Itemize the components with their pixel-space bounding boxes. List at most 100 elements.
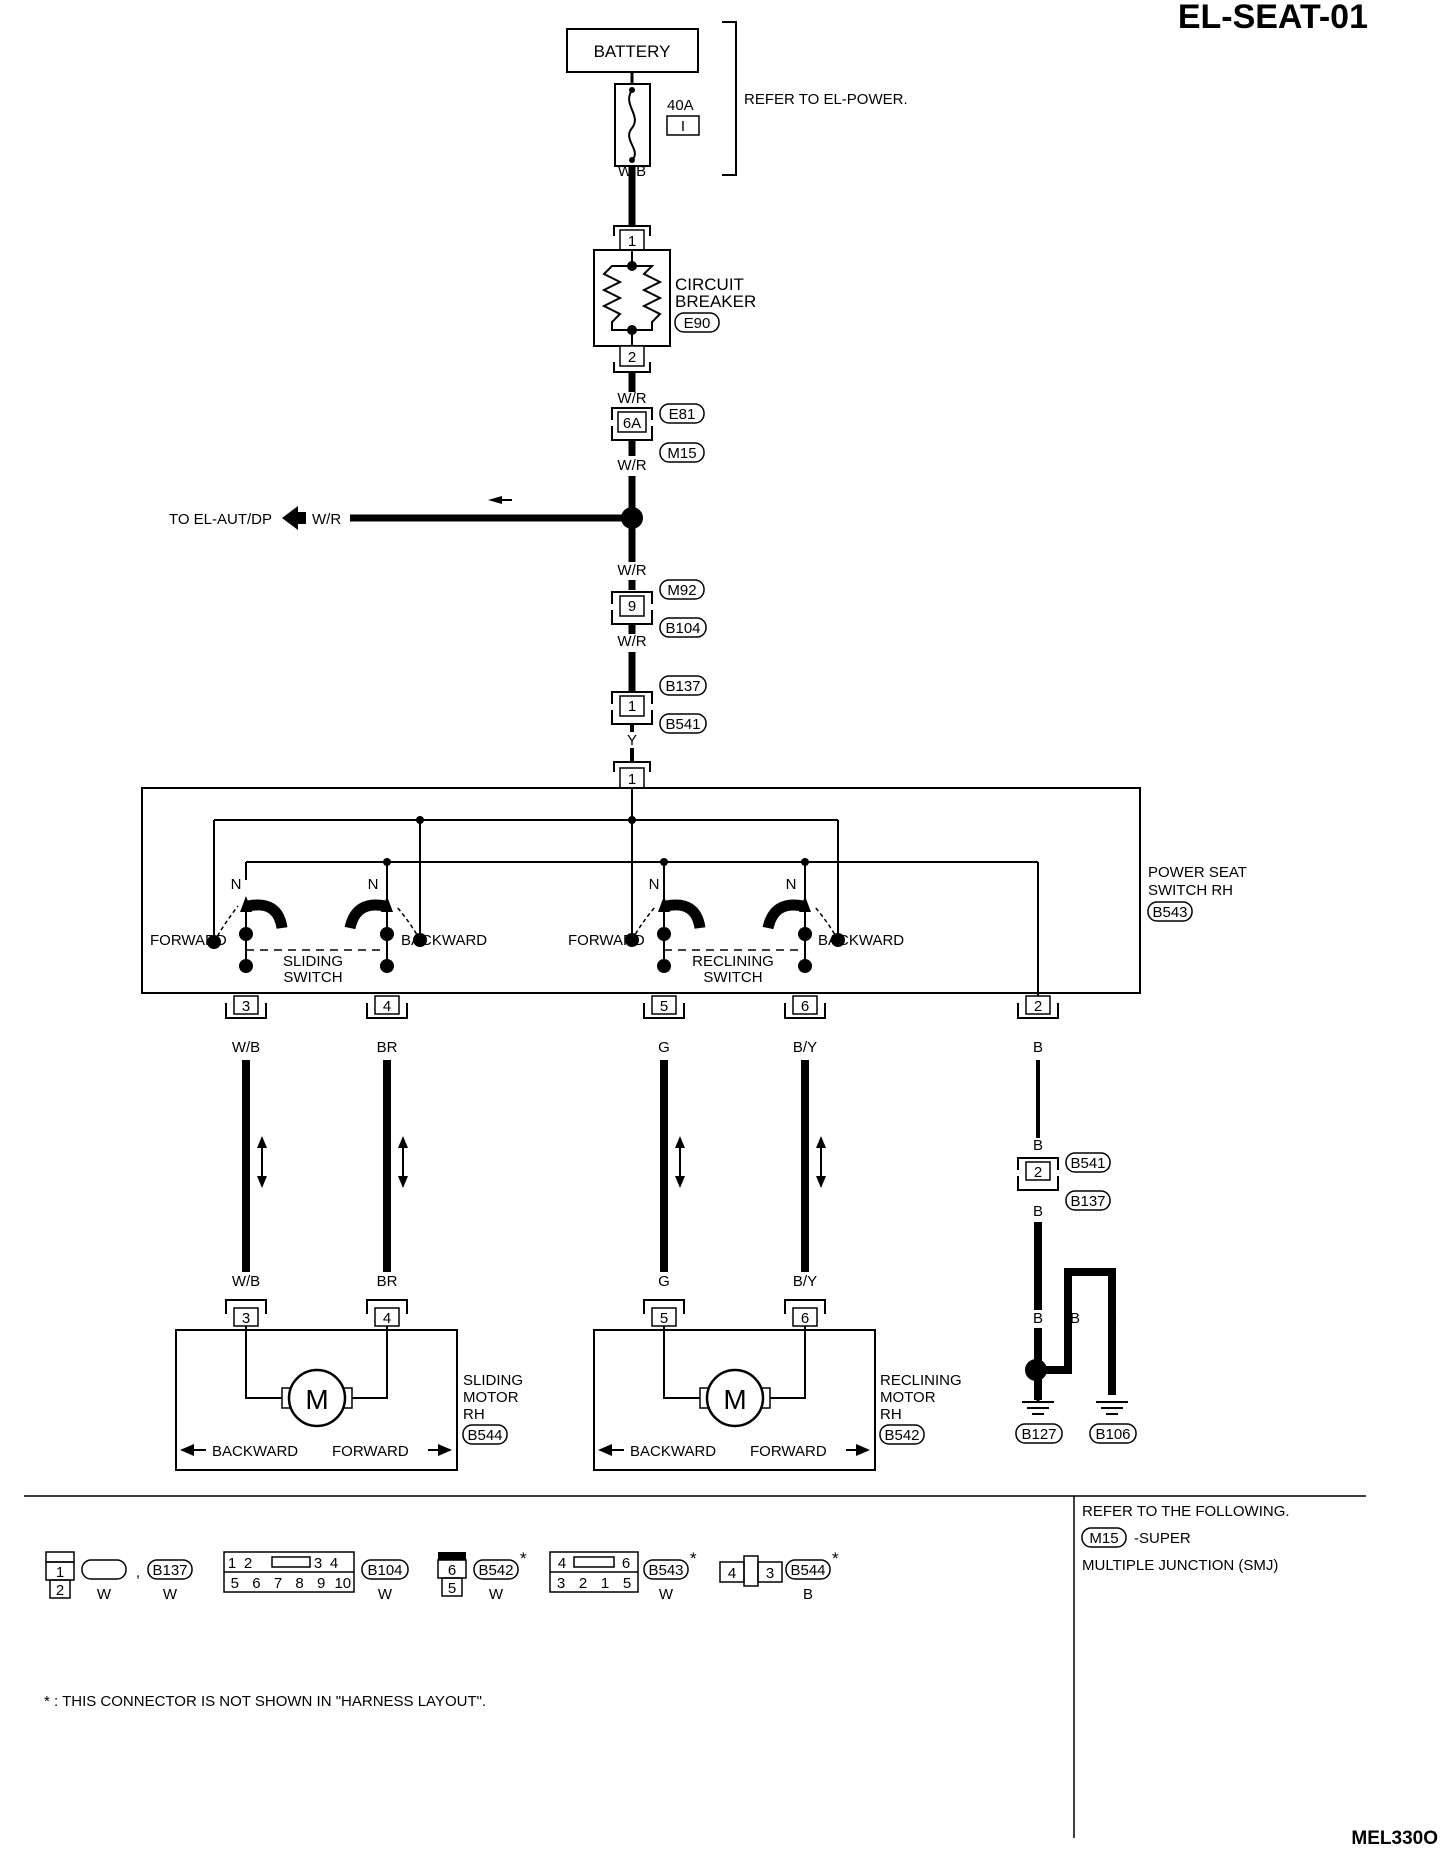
svg-text:*: * xyxy=(690,1549,697,1568)
connector-b541-2: 2 B541 B137 xyxy=(1017,1152,1111,1211)
svg-text:2: 2 xyxy=(1034,1164,1042,1181)
svg-text:B104: B104 xyxy=(665,620,700,637)
svg-text:B: B xyxy=(1033,1310,1043,1327)
reclining-backward-label: BACKWARD xyxy=(818,932,904,949)
connector-pin-label: 2 xyxy=(244,1555,252,1572)
ground-b127: B127 xyxy=(1015,1398,1063,1444)
wire-label-wb-top: W/B xyxy=(618,163,646,180)
connector-pin-label: 8 xyxy=(295,1575,303,1592)
battery-block: BATTERY xyxy=(566,28,699,73)
svg-text:B542: B542 xyxy=(884,1427,919,1444)
svg-text:1: 1 xyxy=(56,1564,64,1581)
sliding-motor-symbol: M xyxy=(305,1384,328,1415)
svg-text:6A: 6A xyxy=(623,415,641,432)
legend-refer: REFER TO THE FOLLOWING. xyxy=(1082,1503,1290,1520)
svg-text:MOTOR: MOTOR xyxy=(463,1389,519,1406)
power-seat-switch-line1: POWER SEAT xyxy=(1148,864,1247,881)
sliding-backward: BACKWARD xyxy=(212,1443,298,1460)
connector-b137-1: 1 B137 B541 xyxy=(611,675,707,734)
svg-text:B542: B542 xyxy=(478,1562,513,1579)
ground-junction-dot xyxy=(1025,1359,1047,1381)
svg-text:RH: RH xyxy=(463,1406,485,1423)
connector-pin-label: 3 xyxy=(314,1555,322,1572)
svg-text:BR: BR xyxy=(377,1273,398,1290)
svg-text:B106: B106 xyxy=(1095,1426,1130,1443)
connector-pin-label: 5 xyxy=(623,1575,631,1592)
svg-text:B: B xyxy=(1033,1137,1043,1154)
connector-face-e90: 1 2 W , B137 W xyxy=(45,1551,193,1603)
fuse-rating: 40A xyxy=(667,97,694,114)
switch-output-pins: 3 4 5 6 2 xyxy=(225,995,1059,1019)
svg-text:B544: B544 xyxy=(467,1427,502,1444)
svg-text:W/B: W/B xyxy=(232,1273,260,1290)
reclining-forward-label: FORWARD xyxy=(568,932,645,949)
connector-pin-label: 4 xyxy=(558,1555,566,1572)
svg-text:W/B: W/B xyxy=(232,1039,260,1056)
svg-text:N: N xyxy=(649,876,660,893)
power-seat-switch-line2: SWITCH RH xyxy=(1148,882,1233,899)
cb-connector: E90 xyxy=(684,315,711,332)
svg-text:G: G xyxy=(658,1273,670,1290)
svg-text:MOTOR: MOTOR xyxy=(880,1389,936,1406)
svg-text:N: N xyxy=(786,876,797,893)
svg-text:SLIDING: SLIDING xyxy=(283,953,343,970)
svg-text:B137: B137 xyxy=(1070,1193,1105,1210)
connector-pin-label: 4 xyxy=(728,1565,736,1582)
ground-b106: B106 xyxy=(1089,1401,1137,1444)
svg-text:B543: B543 xyxy=(648,1562,683,1579)
connector-pin-label: 3 xyxy=(557,1575,565,1592)
svg-text:6: 6 xyxy=(801,1310,809,1327)
svg-text:9: 9 xyxy=(628,598,636,615)
svg-text:B/Y: B/Y xyxy=(793,1039,817,1056)
bidirectional-arrows xyxy=(257,1136,826,1188)
svg-text:B137: B137 xyxy=(665,678,700,695)
page-code: EL-SEAT-01 xyxy=(1178,0,1368,36)
svg-text:5: 5 xyxy=(448,1580,456,1597)
refer-bracket xyxy=(722,21,737,176)
reclining-motor-symbol: M xyxy=(723,1384,746,1415)
connector-face-b542: 6 5 B542 * W xyxy=(437,1549,527,1603)
connector-pin-label: 2 xyxy=(579,1575,587,1592)
svg-text:BR: BR xyxy=(377,1039,398,1056)
fuse: 40A I xyxy=(614,83,700,167)
svg-text:-SUPER: -SUPER xyxy=(1134,1530,1191,1547)
wire-label-wr-4: W/R xyxy=(617,633,646,650)
branch-arrow xyxy=(282,506,306,530)
wire-label-wr-1: W/R xyxy=(617,390,646,407)
fuse-letter: I xyxy=(681,118,685,135)
svg-text:B541: B541 xyxy=(1070,1155,1105,1172)
svg-text:N: N xyxy=(368,876,379,893)
svg-text:B: B xyxy=(1033,1039,1043,1056)
svg-text:*: * xyxy=(832,1549,839,1568)
power-seat-switch: 1 xyxy=(141,761,1247,1000)
svg-text:SLIDING: SLIDING xyxy=(463,1372,523,1389)
svg-text:M92: M92 xyxy=(667,582,696,599)
cb-pin-in: 1 xyxy=(628,233,636,250)
svg-text:M15: M15 xyxy=(667,445,696,462)
wire-label-y: Y xyxy=(627,732,637,749)
svg-text:SWITCH: SWITCH xyxy=(283,969,342,986)
svg-text:MULTIPLE JUNCTION (SMJ): MULTIPLE JUNCTION (SMJ) xyxy=(1082,1557,1278,1574)
svg-text:1: 1 xyxy=(628,771,636,788)
connector-pin-label: 6 xyxy=(252,1575,260,1592)
svg-text:G: G xyxy=(658,1039,670,1056)
svg-text:3: 3 xyxy=(242,1310,250,1327)
wire-label-wr-3: W/R xyxy=(617,562,646,579)
connector-pin-label: 6 xyxy=(622,1555,630,1572)
svg-text:4: 4 xyxy=(383,1310,391,1327)
connector-6a: 6A E81 M15 xyxy=(611,403,705,463)
refer-power-note: REFER TO EL-POWER. xyxy=(744,91,908,108)
reclining-forward: FORWARD xyxy=(750,1443,827,1460)
svg-text:2: 2 xyxy=(56,1582,64,1599)
svg-text:W: W xyxy=(489,1586,504,1603)
svg-text:B137: B137 xyxy=(152,1562,187,1579)
connector-pin-label: 1 xyxy=(601,1575,609,1592)
svg-text:RECLINING: RECLINING xyxy=(692,953,774,970)
svg-text:W: W xyxy=(163,1586,178,1603)
circuit-breaker: 1 2 CIRCUIT BREAKER E90 xyxy=(593,225,756,373)
connector-pin-label: 3 xyxy=(766,1565,774,1582)
